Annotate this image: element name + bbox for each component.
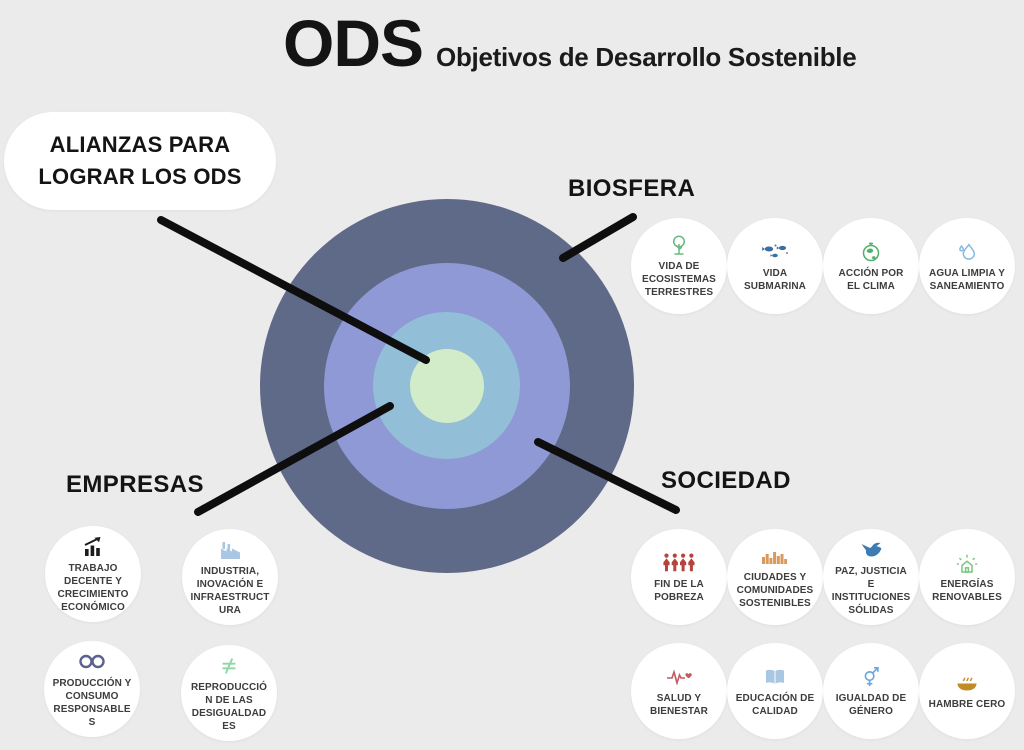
goal-badge-reproduccion-desigualdades: REPRODUCCIÓN DE LAS DESIGUALDADES — [181, 645, 277, 741]
goal-badge-hambre-cero: HAMBRE CERO — [919, 643, 1015, 739]
goal-label: ACCIÓN POR EL CLIMA — [838, 267, 904, 292]
goal-label: FIN DE LA POBREZA — [654, 578, 704, 603]
goal-badge-vida-ecosistemas-terrestres: VIDA DE ECOSISTEMAS TERRESTRES — [631, 218, 727, 314]
goal-badge-trabajo-decente: TRABAJO DECENTE Y CRECIMIENTO ECONÓMICO — [45, 526, 141, 622]
dove-icon — [859, 538, 883, 562]
goal-badge-energias-renovables: ENERGÍAS RENOVABLES — [919, 529, 1015, 625]
goal-label: SALUD Y BIENESTAR — [650, 692, 708, 717]
goal-label: PAZ, JUSTICIA E INSTITUCIONES SÓLIDAS — [831, 565, 911, 616]
goal-label: CIUDADES Y COMUNIDADES SOSTENIBLES — [736, 572, 814, 609]
goal-badge-produccion-consumo: PRODUCCIÓN Y CONSUMO RESPONSABLES — [44, 641, 140, 737]
empresas-heading: EMPRESAS — [66, 471, 204, 498]
food-bowl-icon — [955, 671, 979, 695]
city-skyline-icon — [761, 544, 789, 568]
goal-label: REPRODUCCIÓN DE LAS DESIGUALDADES — [190, 681, 268, 732]
goal-badge-vida-submarina: VIDA SUBMARINA — [727, 218, 823, 314]
goal-badge-industria-inovacion: INDUSTRIA, INOVACIÓN E INFRAESTRUCTURA — [182, 529, 278, 625]
biosfera-heading: BIOSFERA — [568, 175, 696, 202]
climate-globe-icon — [859, 240, 883, 264]
goal-badge-salud-bienestar: SALUD Y BIENESTAR — [631, 643, 727, 739]
heartbeat-icon — [666, 665, 693, 689]
goal-label: VIDA SUBMARINA — [743, 267, 806, 292]
goal-badge-paz-justicia: PAZ, JUSTICIA E INSTITUCIONES SÓLIDAS — [823, 529, 919, 625]
water-drop-icon — [956, 240, 978, 264]
goal-label: INDUSTRIA, INOVACIÓN E INFRAESTRUCTURA — [190, 565, 270, 616]
goal-label: AGUA LIMPIA Y SANEAMIENTO — [929, 267, 1005, 292]
not-equal-icon — [218, 654, 240, 678]
goal-label: HAMBRE CERO — [928, 699, 1006, 710]
alianzas-center-circle — [410, 349, 484, 423]
goal-label: ENERGÍAS RENOVABLES — [932, 578, 1002, 603]
goal-badge-accion-por-el-clima: ACCIÓN POR EL CLIMA — [823, 218, 919, 314]
goal-label: EDUCACIÓN DE CALIDAD — [735, 692, 815, 717]
sociedad-heading: SOCIEDAD — [661, 467, 791, 494]
open-book-icon — [763, 665, 787, 689]
alianzas-bubble: ALIANZAS PARA LOGRAR LOS ODS — [4, 112, 276, 210]
renewable-energy-icon — [955, 551, 979, 575]
goal-badge-igualdad-genero: IGUALDAD DE GÉNERO — [823, 643, 919, 739]
page-title: ODS — [283, 6, 424, 80]
gender-symbol-icon — [860, 665, 882, 689]
goal-badge-ciudades-sostenibles: CIUDADES Y COMUNIDADES SOSTENIBLES — [727, 529, 823, 625]
goal-label: IGUALDAD DE GÉNERO — [835, 692, 907, 717]
page-header: ODS Objetivos de Desarrollo Sostenible — [283, 2, 857, 85]
goal-badge-fin-de-la-pobreza: FIN DE LA POBREZA — [631, 529, 727, 625]
goal-label: PRODUCCIÓN Y CONSUMO RESPONSABLES — [52, 677, 132, 728]
tree-icon — [667, 233, 691, 257]
page-subtitle: Objetivos de Desarrollo Sostenible — [436, 42, 857, 72]
infinity-loop-icon — [77, 650, 107, 674]
fish-school-icon — [761, 240, 789, 264]
alianzas-bubble-label: ALIANZAS PARA LOGRAR LOS ODS — [38, 132, 242, 189]
growth-chart-icon — [81, 535, 105, 559]
goal-badge-educacion-calidad: EDUCACIÓN DE CALIDAD — [727, 643, 823, 739]
factory-icon — [218, 538, 242, 562]
goal-label: VIDA DE ECOSISTEMAS TERRESTRES — [642, 261, 716, 298]
goal-badge-agua-limpia-y-saneamiento: AGUA LIMPIA Y SANEAMIENTO — [919, 218, 1015, 314]
people-icon — [662, 551, 696, 575]
goal-label: TRABAJO DECENTE Y CRECIMIENTO ECONÓMICO — [57, 562, 129, 613]
